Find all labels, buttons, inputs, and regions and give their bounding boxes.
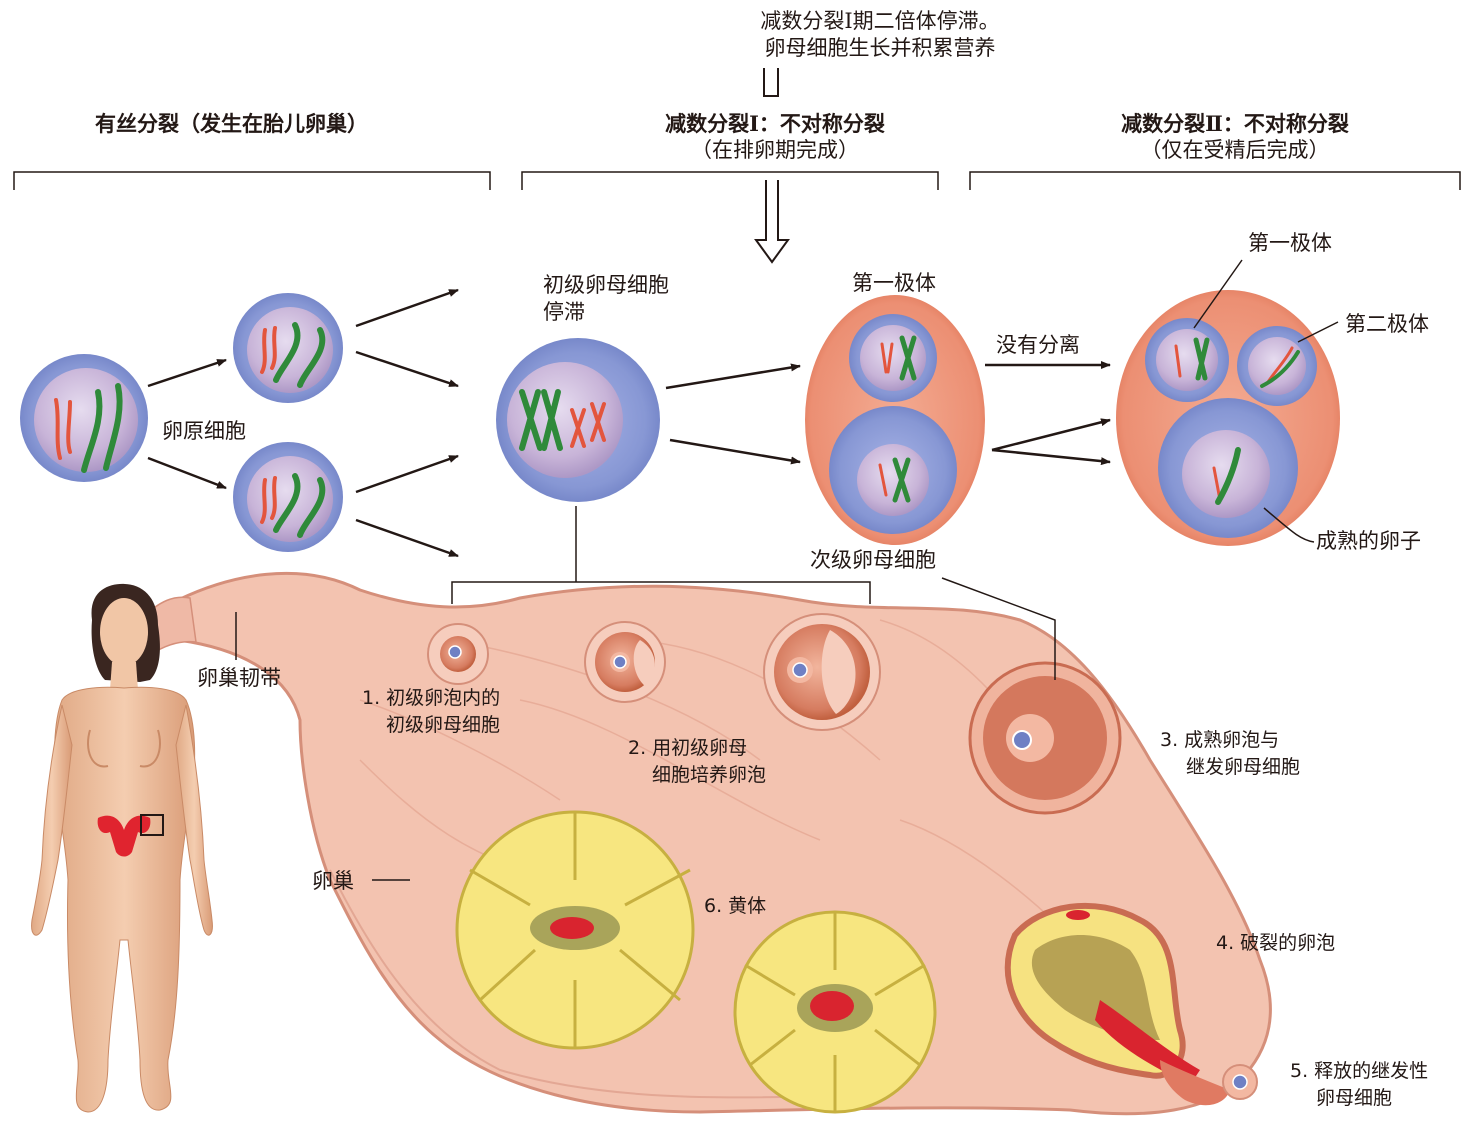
mature-egg-label: 成熟的卵子	[1316, 529, 1421, 553]
primary-oocyte-line2: 停滞	[543, 300, 585, 324]
phase-meiosis1-line1: 减数分裂Ⅰ：不对称分裂	[665, 111, 885, 136]
corpus-luteum-2	[733, 910, 937, 1114]
stage5-label: 5. 释放的继发性 卵母细胞	[1290, 1058, 1428, 1112]
stage1-line1: 1. 初级卵泡内的	[362, 687, 501, 709]
phase-meiosis1-line2: （在排卵期完成）	[691, 138, 859, 162]
primary-oocyte-label: 初级卵母细胞 停滞	[543, 272, 669, 326]
process-arrows	[147, 288, 1111, 558]
stage2-line1: 2. 用初级卵母	[628, 737, 748, 759]
ovarian-ligament-label: 卵巢韧带	[197, 666, 281, 690]
phase-meiosis2-label: 减数分裂Ⅱ：不对称分裂 （仅在受精后完成）	[1100, 110, 1370, 164]
secondary-oocyte-cell	[805, 295, 985, 545]
arrest-arrow	[763, 68, 779, 97]
growing-follicle-1	[584, 621, 666, 703]
ruptured-follicle	[1004, 902, 1230, 1106]
first-polar-body-label-a: 第一极体	[852, 271, 936, 295]
growing-follicle-2	[763, 613, 881, 731]
stage6-label: 6. 黄体	[704, 895, 767, 917]
female-figure	[31, 583, 213, 1113]
daughter-cell-top	[233, 293, 343, 403]
released-oocyte	[1222, 1064, 1258, 1100]
stage2-line2: 细胞培养卵泡	[652, 764, 767, 786]
oogonium-label: 卵原细胞	[162, 419, 246, 443]
stage1-label: 1. 初级卵泡内的 初级卵母细胞	[362, 685, 500, 739]
arrest-note-line2: 卵母细胞生长并积累营养	[764, 36, 996, 60]
phase-mitosis-label: 有丝分裂（发生在胎儿卵巢）	[95, 111, 368, 136]
second-polar-body-label: 第二极体	[1345, 312, 1429, 336]
primary-oocyte-cell	[496, 338, 660, 502]
secondary-oocyte-label: 次级卵母细胞	[810, 548, 936, 572]
stage4-label: 4. 破裂的卵泡	[1216, 932, 1336, 954]
mature-follicle	[968, 661, 1122, 815]
stage1-line2: 初级卵母细胞	[386, 714, 501, 736]
arrest-note-line1: 减数分裂Ⅰ期二倍体停滞。	[760, 9, 1000, 33]
daughter-cell-bottom	[233, 442, 343, 552]
stage5-line2: 卵母细胞	[1316, 1087, 1393, 1109]
stage5-line1: 5. 释放的继发性	[1290, 1060, 1429, 1082]
primary-follicle	[427, 623, 489, 685]
oogonium-cell	[20, 354, 148, 482]
ovary-label: 卵巢	[312, 869, 354, 893]
stage3-line1: 3. 成熟卵泡与	[1160, 729, 1280, 751]
leader-lines	[235, 259, 1339, 881]
phase-brackets	[13, 171, 1461, 190]
phase-meiosis2-line2: （仅在受精后完成）	[1140, 138, 1330, 162]
mature-egg-cell	[1116, 290, 1340, 546]
first-polar-body-label-b: 第一极体	[1248, 231, 1332, 255]
corpus-luteum-1	[455, 810, 695, 1050]
arrest-note: 减数分裂Ⅰ期二倍体停滞。 卵母细胞生长并积累营养	[740, 8, 1020, 62]
phase-meiosis1-label: 减数分裂Ⅰ：不对称分裂 （在排卵期完成）	[640, 110, 910, 164]
primary-oocyte-line1: 初级卵母细胞	[543, 273, 669, 297]
stage2-label: 2. 用初级卵母 细胞培养卵泡	[628, 735, 766, 789]
stage3-line2: 继发卵母细胞	[1186, 756, 1301, 778]
stage3-label: 3. 成熟卵泡与 继发卵母细胞	[1160, 727, 1300, 781]
phase-meiosis2-line1: 减数分裂Ⅱ：不对称分裂	[1121, 111, 1349, 136]
no-separation-label: 没有分离	[996, 333, 1080, 357]
ovulation-arrow	[754, 180, 790, 264]
